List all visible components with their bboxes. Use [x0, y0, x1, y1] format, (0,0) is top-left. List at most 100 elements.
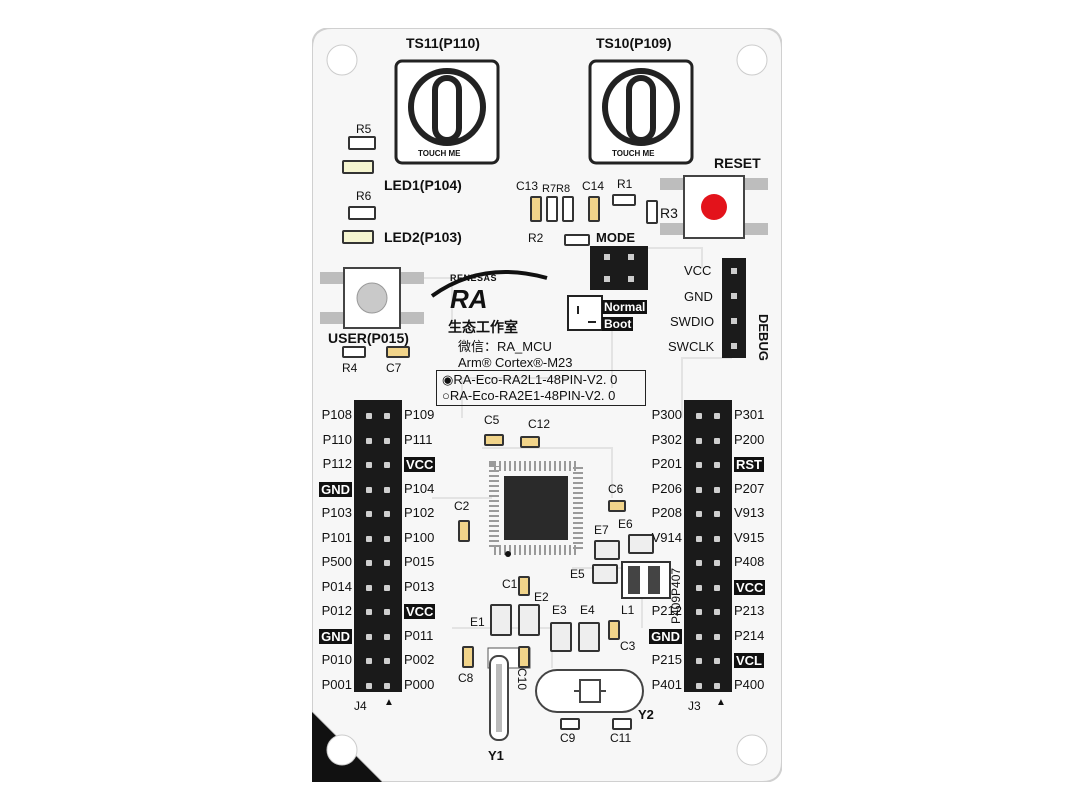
touch-me-label: TOUCH ME — [612, 149, 655, 158]
variant2-label: ○RA-Eco-RA2E1-48PIN-V2. 0 — [442, 388, 616, 403]
j4-pin — [366, 511, 372, 517]
c13-cap — [530, 196, 542, 222]
debug-swclk-label: SWCLK — [668, 339, 715, 354]
j4-pin — [384, 633, 390, 640]
pcb-board: TS11(P110) TS10(P109) TOUCH ME TOUCH ME … — [312, 28, 782, 782]
j3-pin — [714, 633, 720, 640]
j4-right-pin-label: VCC — [404, 457, 436, 472]
j3-left-pin-label: P300 — [651, 407, 682, 422]
touch-pad-ts11 — [394, 59, 500, 165]
led2-label: LED2(P103) — [384, 229, 462, 245]
j3-pin — [696, 560, 702, 566]
j3-left-pin-label: P201 — [651, 456, 682, 471]
j4-pin — [366, 535, 372, 542]
j3-right-pin-label: P207 — [734, 480, 765, 496]
c2-label: C2 — [454, 499, 470, 513]
c8-label: C8 — [458, 671, 474, 685]
led1-label: LED1(P104) — [384, 177, 462, 193]
j4-pin — [366, 437, 372, 444]
e4-label: E4 — [580, 603, 595, 617]
j4-right-pin-label: P011 — [404, 627, 434, 643]
e7-label: E7 — [594, 523, 609, 537]
debug-label: DEBUG — [756, 314, 771, 361]
e6-part — [628, 534, 654, 554]
wechat-label: 微信：RA_MCU — [458, 339, 552, 354]
touch-pad-ts10 — [588, 59, 694, 165]
j4-right-pin-label: P100 — [404, 529, 435, 545]
j3-pin — [714, 437, 720, 444]
r5-label: R5 — [356, 122, 372, 136]
j3-right-pin-label: RST — [734, 457, 764, 472]
user-label: USER(P015) — [328, 330, 409, 346]
mode-label: MODE — [596, 230, 635, 245]
j3-pin — [696, 609, 702, 615]
c14-cap — [588, 196, 600, 222]
j4-pin — [384, 560, 390, 566]
j3-left-pin-label: P302 — [651, 431, 682, 447]
j4-right-pin-label: P015 — [404, 554, 435, 569]
j3-label: J3 — [688, 699, 701, 713]
reset-switch — [660, 175, 768, 239]
j4-left-pin-label: P012 — [321, 603, 352, 618]
c6-label: C6 — [608, 482, 624, 496]
crystal-y2 — [535, 669, 644, 713]
j3-right-pin-label: P408 — [734, 554, 765, 569]
variant1-label: ◉RA-Eco-RA2L1-48PIN-V2. 0 — [442, 372, 618, 387]
j4-right-pin-label: P002 — [404, 652, 435, 667]
touch-me-label: TOUCH ME — [418, 149, 461, 158]
renesas-logo: RENESAS — [450, 273, 498, 283]
j4-right-pin-label: P111 — [404, 431, 433, 447]
j4-pin — [366, 560, 372, 566]
j4-pin — [366, 633, 372, 640]
c12-label: C12 — [528, 417, 551, 431]
boot-label: Boot — [602, 317, 634, 331]
variant-box — [436, 370, 646, 406]
debug-swdio-label: SWDIO — [670, 314, 715, 329]
ts10-label: TS10(P109) — [596, 35, 672, 51]
c3-label: C3 — [620, 639, 636, 653]
y2-label: Y2 — [638, 707, 654, 722]
j4-left-pin-label: GND — [319, 481, 352, 497]
debug-gnd-label: GND — [684, 289, 713, 304]
j4-left-pin-label: P108 — [321, 407, 352, 422]
e1-label: E1 — [470, 615, 485, 629]
e1-part — [490, 604, 512, 636]
j3-pin — [696, 413, 702, 419]
e4-part — [578, 622, 600, 652]
r8-resistor — [562, 196, 574, 222]
j3-pin — [714, 609, 720, 615]
j3-pin — [696, 535, 702, 542]
j4-right-pin-label: VCC — [404, 604, 436, 619]
c11-label: C11 — [610, 731, 632, 745]
r3-label: R3 — [660, 205, 678, 221]
j4-right-pin-label: P104 — [404, 480, 435, 496]
user-switch — [320, 267, 424, 329]
c7-label: C7 — [386, 361, 402, 375]
j3-left-pin-label: V914 — [651, 529, 682, 545]
j4-pin — [384, 584, 390, 591]
j3-right-pin-label: P301 — [734, 407, 765, 422]
j3-left-pin-label: P212 — [651, 603, 682, 618]
l1-part — [608, 620, 620, 640]
c1-label: C1 — [502, 577, 518, 591]
c12-cap — [520, 436, 540, 448]
j3-pin — [696, 486, 702, 493]
j3-right-pin-label: V913 — [734, 505, 765, 520]
j4-right-pin-label: P109 — [404, 407, 435, 422]
e2-label: E2 — [534, 590, 549, 604]
j4-pin — [384, 486, 390, 493]
core-label: Arm® Cortex®-M23 — [458, 355, 573, 370]
c2-cap — [458, 520, 470, 542]
j4-left-pin-label: P112 — [322, 456, 352, 471]
j4-label: J4 — [354, 699, 367, 713]
led2 — [342, 230, 374, 244]
j4-pin — [384, 437, 390, 444]
j4-pin — [384, 658, 390, 664]
j4-pin — [366, 462, 372, 468]
j3-right-pin-label: VCC — [734, 579, 766, 595]
j3-pin — [696, 511, 702, 517]
j3-pin — [714, 486, 720, 493]
r6-resistor — [348, 206, 376, 220]
e2-part — [518, 604, 540, 636]
j4-pin — [384, 609, 390, 615]
